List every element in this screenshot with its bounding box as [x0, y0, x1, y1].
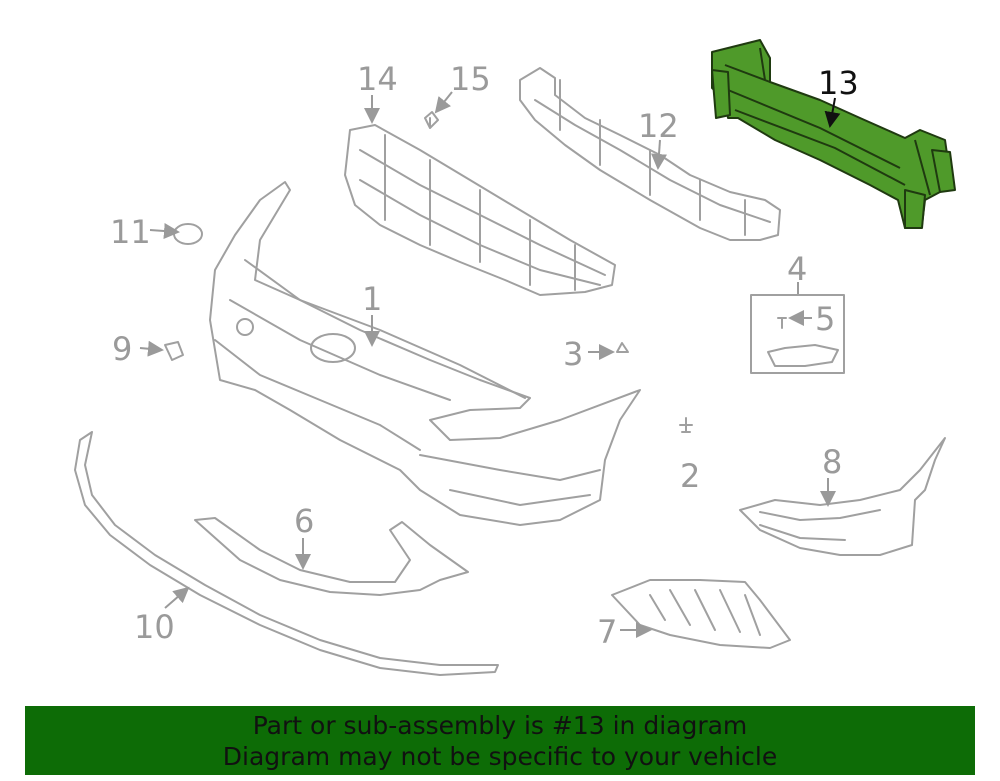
banner-line-2: Diagram may not be specific to your vehi…	[222, 742, 778, 771]
part-4-kit[interactable]	[750, 294, 845, 374]
callout-10: 10	[134, 608, 175, 646]
callout-8: 8	[822, 443, 842, 481]
callout-6: 6	[294, 502, 314, 540]
part-14-grille-support[interactable]	[344, 124, 616, 296]
callout-9: 9	[112, 330, 132, 368]
part-8-fog-lamp-bracket[interactable]	[739, 437, 946, 556]
callout-15: 15	[450, 60, 491, 98]
callout-5: 5	[815, 300, 835, 338]
part-7-side-grille[interactable]	[611, 579, 791, 649]
part-10-lower-moulding[interactable]	[74, 431, 499, 676]
part-15-clip[interactable]	[424, 111, 439, 129]
part-2-screw[interactable]	[679, 417, 693, 433]
callout-13: 13	[818, 64, 859, 102]
callout-3: 3	[563, 335, 583, 373]
part-11-cap[interactable]	[173, 223, 203, 245]
callout-11: 11	[110, 213, 151, 251]
banner-line-1: Part or sub-assembly is #13 in diagram	[252, 711, 748, 740]
parts-diagram: 14 15 13 12 11 1 4 5 9 3 2 8 6 7 10	[74, 39, 956, 676]
part-6-lower-trim[interactable]	[194, 517, 469, 596]
callout-4: 4	[787, 250, 807, 288]
part-1-bumper-cover[interactable]	[209, 181, 641, 526]
part-3-clip[interactable]	[616, 342, 629, 353]
info-banner: Part or sub-assembly is #13 in diagram D…	[25, 706, 975, 775]
callout-7: 7	[597, 613, 617, 651]
callout-14: 14	[357, 60, 398, 98]
part-13-bumper-reinforcement[interactable]	[711, 39, 956, 229]
part-9-cover[interactable]	[164, 341, 184, 361]
part-12-energy-absorber[interactable]	[519, 67, 781, 241]
callout-1: 1	[362, 280, 382, 318]
callout-12: 12	[638, 107, 679, 145]
callout-2: 2	[680, 457, 700, 495]
